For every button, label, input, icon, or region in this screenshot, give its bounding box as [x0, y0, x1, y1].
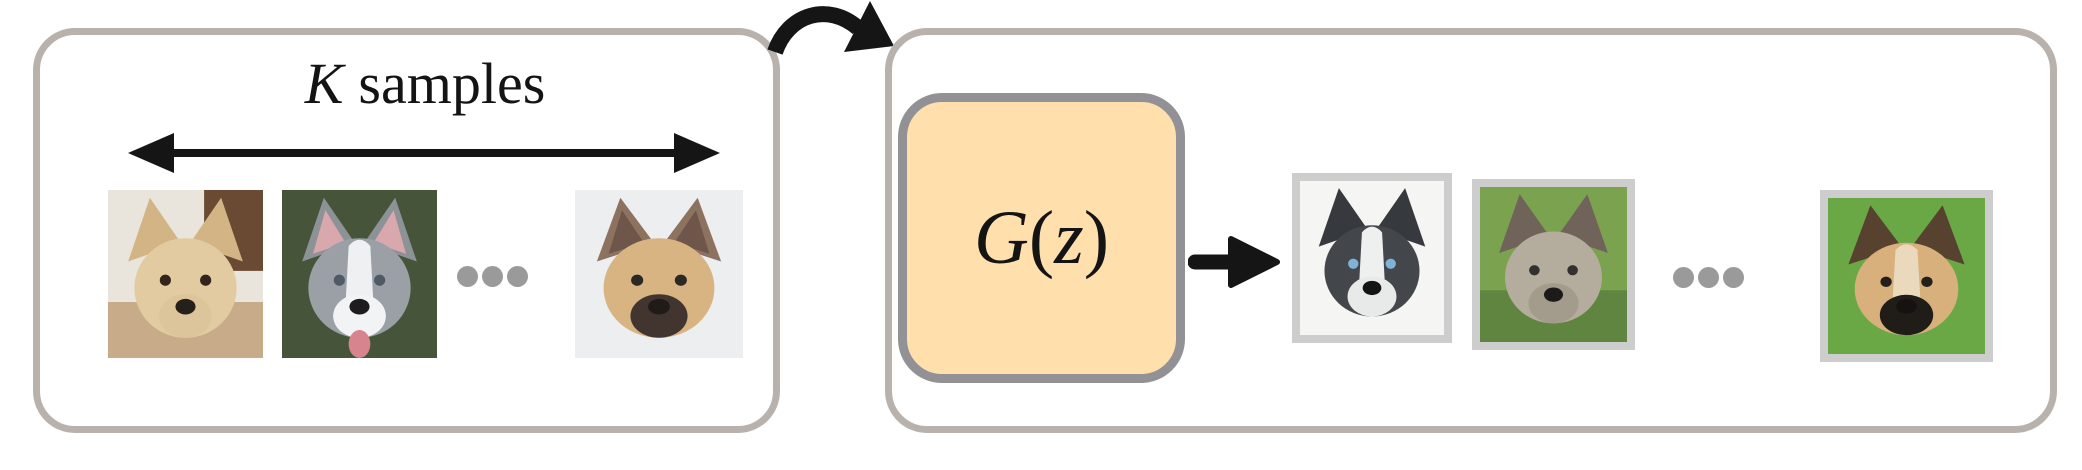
paren-open: (	[1028, 195, 1055, 280]
ellipsis-icon	[1673, 267, 1744, 288]
generated-dog-frame-2	[1472, 179, 1635, 350]
dot	[457, 266, 478, 287]
dot	[1698, 267, 1719, 288]
real-dog-photo-3	[575, 190, 743, 358]
dot	[507, 266, 528, 287]
generated-dog-photo-2	[1480, 187, 1627, 342]
samples-word: samples	[358, 51, 546, 116]
dot	[1673, 267, 1694, 288]
dot	[482, 266, 503, 287]
real-dog-photo-1	[108, 190, 263, 358]
generator-label: G(z)	[974, 195, 1109, 282]
curved-arrow-icon	[767, 1, 894, 56]
generated-dog-frame-3	[1820, 190, 1993, 362]
generated-dog-frame-1	[1292, 173, 1452, 343]
double-headed-arrow-icon	[128, 133, 720, 173]
real-dog-photo-2	[282, 190, 437, 358]
g-symbol: G	[973, 195, 1029, 280]
right-arrow-icon	[1188, 236, 1280, 288]
k-symbol: K	[304, 51, 344, 116]
dot	[1723, 267, 1744, 288]
generated-dog-photo-3	[1828, 198, 1985, 354]
generated-dog-photo-1	[1300, 181, 1444, 335]
ellipsis-icon	[457, 266, 528, 287]
z-symbol: z	[1054, 195, 1084, 280]
generator-box: G(z)	[898, 93, 1185, 383]
paren-close: )	[1083, 195, 1110, 280]
